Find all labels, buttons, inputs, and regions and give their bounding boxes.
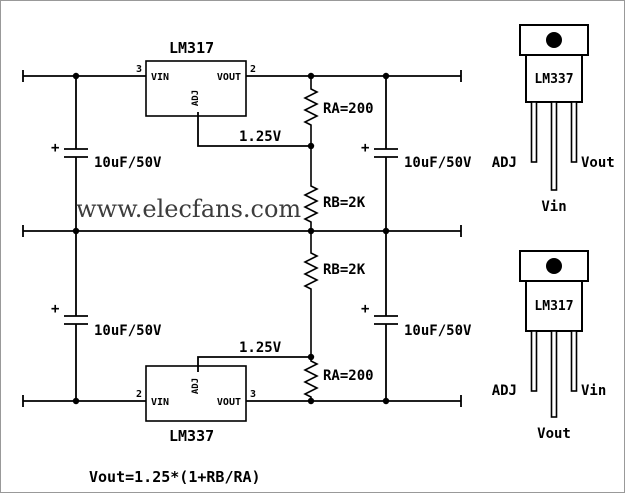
adj-wire [197, 112, 311, 147]
vout-pin-label: VOUT [217, 397, 241, 408]
junction-dot [72, 227, 80, 235]
junction-dot [307, 397, 315, 405]
junction-dot [307, 353, 315, 361]
lm317-ic-box [145, 60, 247, 117]
capacitor-value: 10uF/50V [94, 323, 162, 339]
mid-rail-wire [22, 225, 462, 237]
package-leg [550, 101, 558, 191]
adj-pin-label: ADJ [191, 378, 201, 394]
resistor-ra-value: RA=200 [323, 368, 374, 384]
package-body [525, 280, 583, 332]
junction-dot [307, 142, 315, 150]
adj-pin-label: ADJ [191, 90, 201, 106]
pin-name-label: Vin [581, 383, 606, 399]
junction-dot [382, 72, 390, 80]
resistor-rb-symbol [303, 231, 319, 357]
vin-pin-label: VIN [151, 397, 169, 408]
mounting-hole-icon [546, 258, 562, 274]
package-leg [570, 101, 578, 163]
polarity-plus-sign: + [361, 301, 369, 317]
pin-name-label: Vin [541, 199, 566, 215]
package-name: LM337 [534, 72, 573, 87]
polarity-plus-sign: + [51, 301, 59, 317]
bottom-regulator-circuit: LM337 VIN VOUT ADJ 2 3 1.25V RB=2K RA=20… [51, 231, 472, 445]
pin-number: 3 [250, 389, 256, 400]
lm337-ic-box [145, 365, 247, 422]
capacitor-symbol [64, 76, 88, 231]
pin-name-label: Vout [581, 155, 615, 171]
resistor-rb-symbol [303, 146, 319, 231]
ref-voltage-label: 1.25V [239, 340, 282, 356]
resistor-rb-value: RB=2K [323, 195, 366, 211]
package-leg [570, 330, 578, 392]
to220-package-lm317: LM317 ADJ Vin Vout [492, 250, 606, 442]
vin-pin-label: VIN [151, 72, 169, 83]
adj-wire [197, 356, 311, 372]
ref-voltage-label: 1.25V [239, 129, 282, 145]
pin-number: 2 [136, 389, 142, 400]
capacitor-symbol [374, 76, 398, 231]
watermark-text: www.elecfans.com [76, 195, 301, 223]
polarity-plus-sign: + [361, 140, 369, 156]
pin-name-label: ADJ [492, 383, 517, 399]
top-regulator-circuit: LM317 VIN VOUT ADJ 3 2 1.25V RA=200 RB=2… [51, 39, 472, 231]
junction-dot [382, 227, 390, 235]
junction-dot [307, 227, 315, 235]
package-leg [530, 330, 538, 392]
junction-dot [382, 397, 390, 405]
package-leg [550, 330, 558, 418]
ic-title: LM337 [169, 427, 214, 445]
pin-number: 2 [250, 64, 256, 75]
capacitor-value: 10uF/50V [94, 155, 162, 171]
resistor-ra-value: RA=200 [323, 101, 374, 117]
polarity-plus-sign: + [51, 140, 59, 156]
junction-dots [72, 72, 390, 405]
pin-name-label: Vout [537, 426, 571, 442]
vout-pin-label: VOUT [217, 72, 241, 83]
package-name: LM317 [534, 299, 573, 314]
pin-name-label: ADJ [492, 155, 517, 171]
resistor-ra-symbol [303, 357, 319, 401]
capacitor-symbol [374, 231, 398, 401]
junction-dot [72, 397, 80, 405]
package-tab [519, 24, 589, 56]
capacitor-symbol [64, 231, 88, 401]
resistor-ra-symbol [303, 76, 319, 146]
top-rail-wire [22, 70, 462, 82]
output-formula: Vout=1.25*(1+RB/RA) [89, 468, 261, 486]
pin-number: 3 [136, 64, 142, 75]
resistor-rb-value: RB=2K [323, 262, 366, 278]
junction-dot [307, 72, 315, 80]
capacitor-value: 10uF/50V [404, 155, 472, 171]
bottom-rail-wire [22, 395, 462, 407]
capacitor-value: 10uF/50V [404, 323, 472, 339]
mounting-hole-icon [546, 32, 562, 48]
to220-package-lm337: LM337 ADJ Vout Vin [492, 24, 615, 215]
package-leg [530, 101, 538, 163]
ic-title: LM317 [169, 39, 214, 57]
junction-dot [72, 72, 80, 80]
